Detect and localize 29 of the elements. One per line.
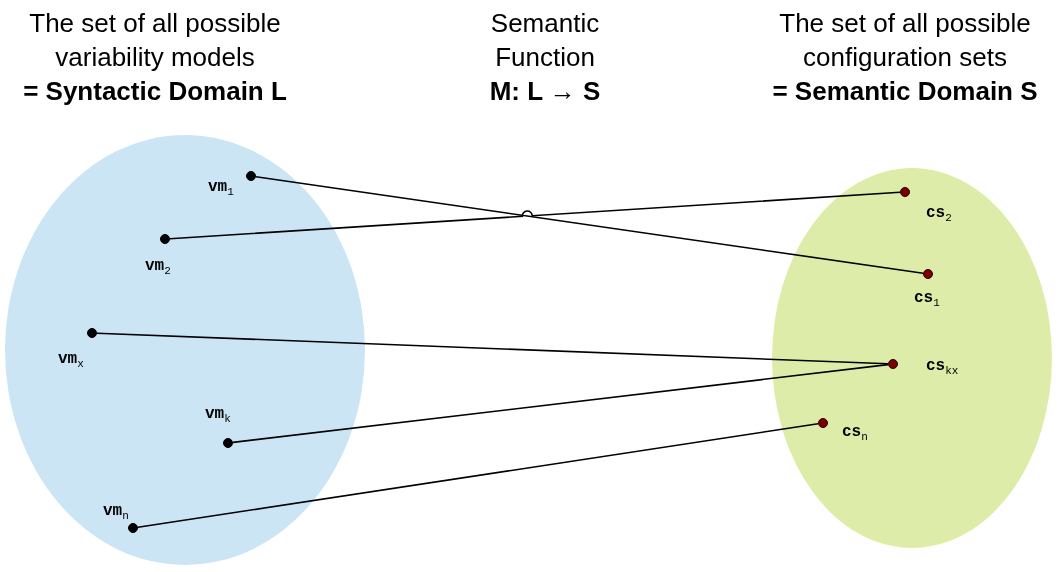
point-label: cs$_{2}$ [926,204,952,227]
mapping-line [255,175,924,275]
point-dot [223,438,233,448]
point-dot [87,328,97,338]
point-dot [888,359,898,369]
function-label: Semantic Function [489,7,601,74]
point-dot [246,171,256,181]
point-label: vm$_{2}$ [145,257,171,280]
mapping-line [96,332,889,365]
point-dot [900,187,910,197]
point-label: cs$_{kx}$ [926,357,959,380]
mapping-line [169,191,901,240]
set-heading: The set of all possible variability models [28,7,282,74]
mapping-line [137,422,819,529]
point-label: cs$_{1}$ [914,289,940,312]
point-dot [160,234,170,244]
point-dot [128,523,138,533]
domain-heading: = Syntactic Domain L [22,75,288,108]
point-label: cs$_{n}$ [842,423,868,446]
function-formula: M: L → S [488,75,602,108]
point-label: vm$_{n}$ [103,502,129,525]
point-label: vm$_{k}$ [205,405,231,428]
point-label: vm$_{1}$ [208,178,234,201]
point-dot [923,269,933,279]
domain-heading: = Semantic Domain S [771,75,1039,108]
point-dot [818,418,828,428]
point-label: vm$_{x}$ [58,350,84,373]
mapping-line [232,363,889,444]
set-heading: The set of all possible configuration sets [778,7,1032,74]
